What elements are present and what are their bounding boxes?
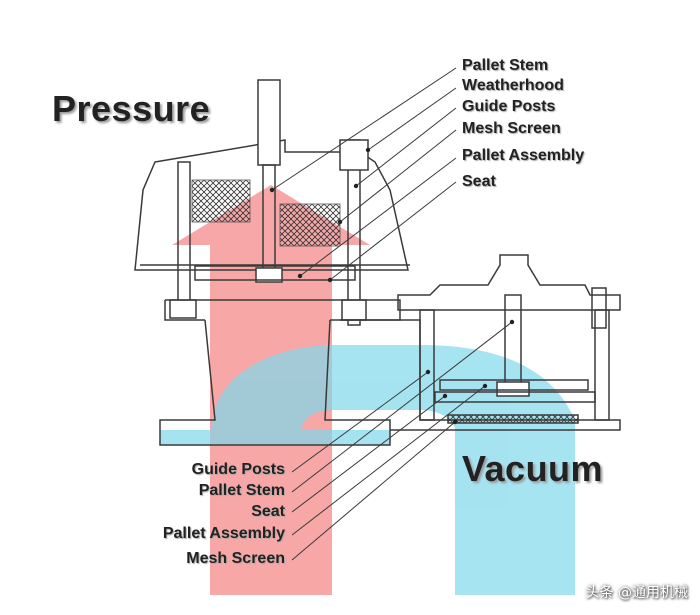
label-mesh-screen-vacuum: Mesh Screen: [186, 550, 285, 567]
pallet-stem-pressure: [255, 79, 283, 283]
label-seat-vacuum: Seat: [251, 503, 285, 520]
watermark: 头条 @通用机械: [585, 585, 688, 601]
label-weatherhood: Weatherhood: [462, 77, 564, 94]
pallet-assembly-pressure: [194, 265, 356, 281]
mesh-screen-left: [191, 179, 251, 223]
label-mesh-screen: Mesh Screen: [462, 120, 561, 137]
label-guide-posts: Guide Posts: [462, 98, 556, 115]
mesh-screen-right: [279, 203, 341, 247]
pressure-title: Pressure: [52, 88, 211, 129]
leader-lines-pressure: [271, 67, 457, 281]
vacuum-title: Vacuum: [462, 448, 604, 489]
label-pallet-stem: Pallet Stem: [462, 57, 549, 74]
vacuum-flow-arrow: [160, 345, 575, 595]
label-pallet-assembly-vacuum: Pallet Assembly: [162, 525, 285, 542]
pallet-assembly-vacuum: [434, 379, 596, 424]
label-pallet-stem-vacuum: Pallet Stem: [198, 482, 285, 499]
leader-lines-vacuum: [291, 321, 513, 561]
label-guide-posts-vacuum: Guide Posts: [191, 461, 285, 478]
label-pallet-assembly: Pallet Assembly: [462, 147, 585, 164]
guide-posts-pressure: [169, 139, 369, 326]
vacuum-housing: [397, 254, 621, 421]
label-seat: Seat: [462, 173, 496, 190]
